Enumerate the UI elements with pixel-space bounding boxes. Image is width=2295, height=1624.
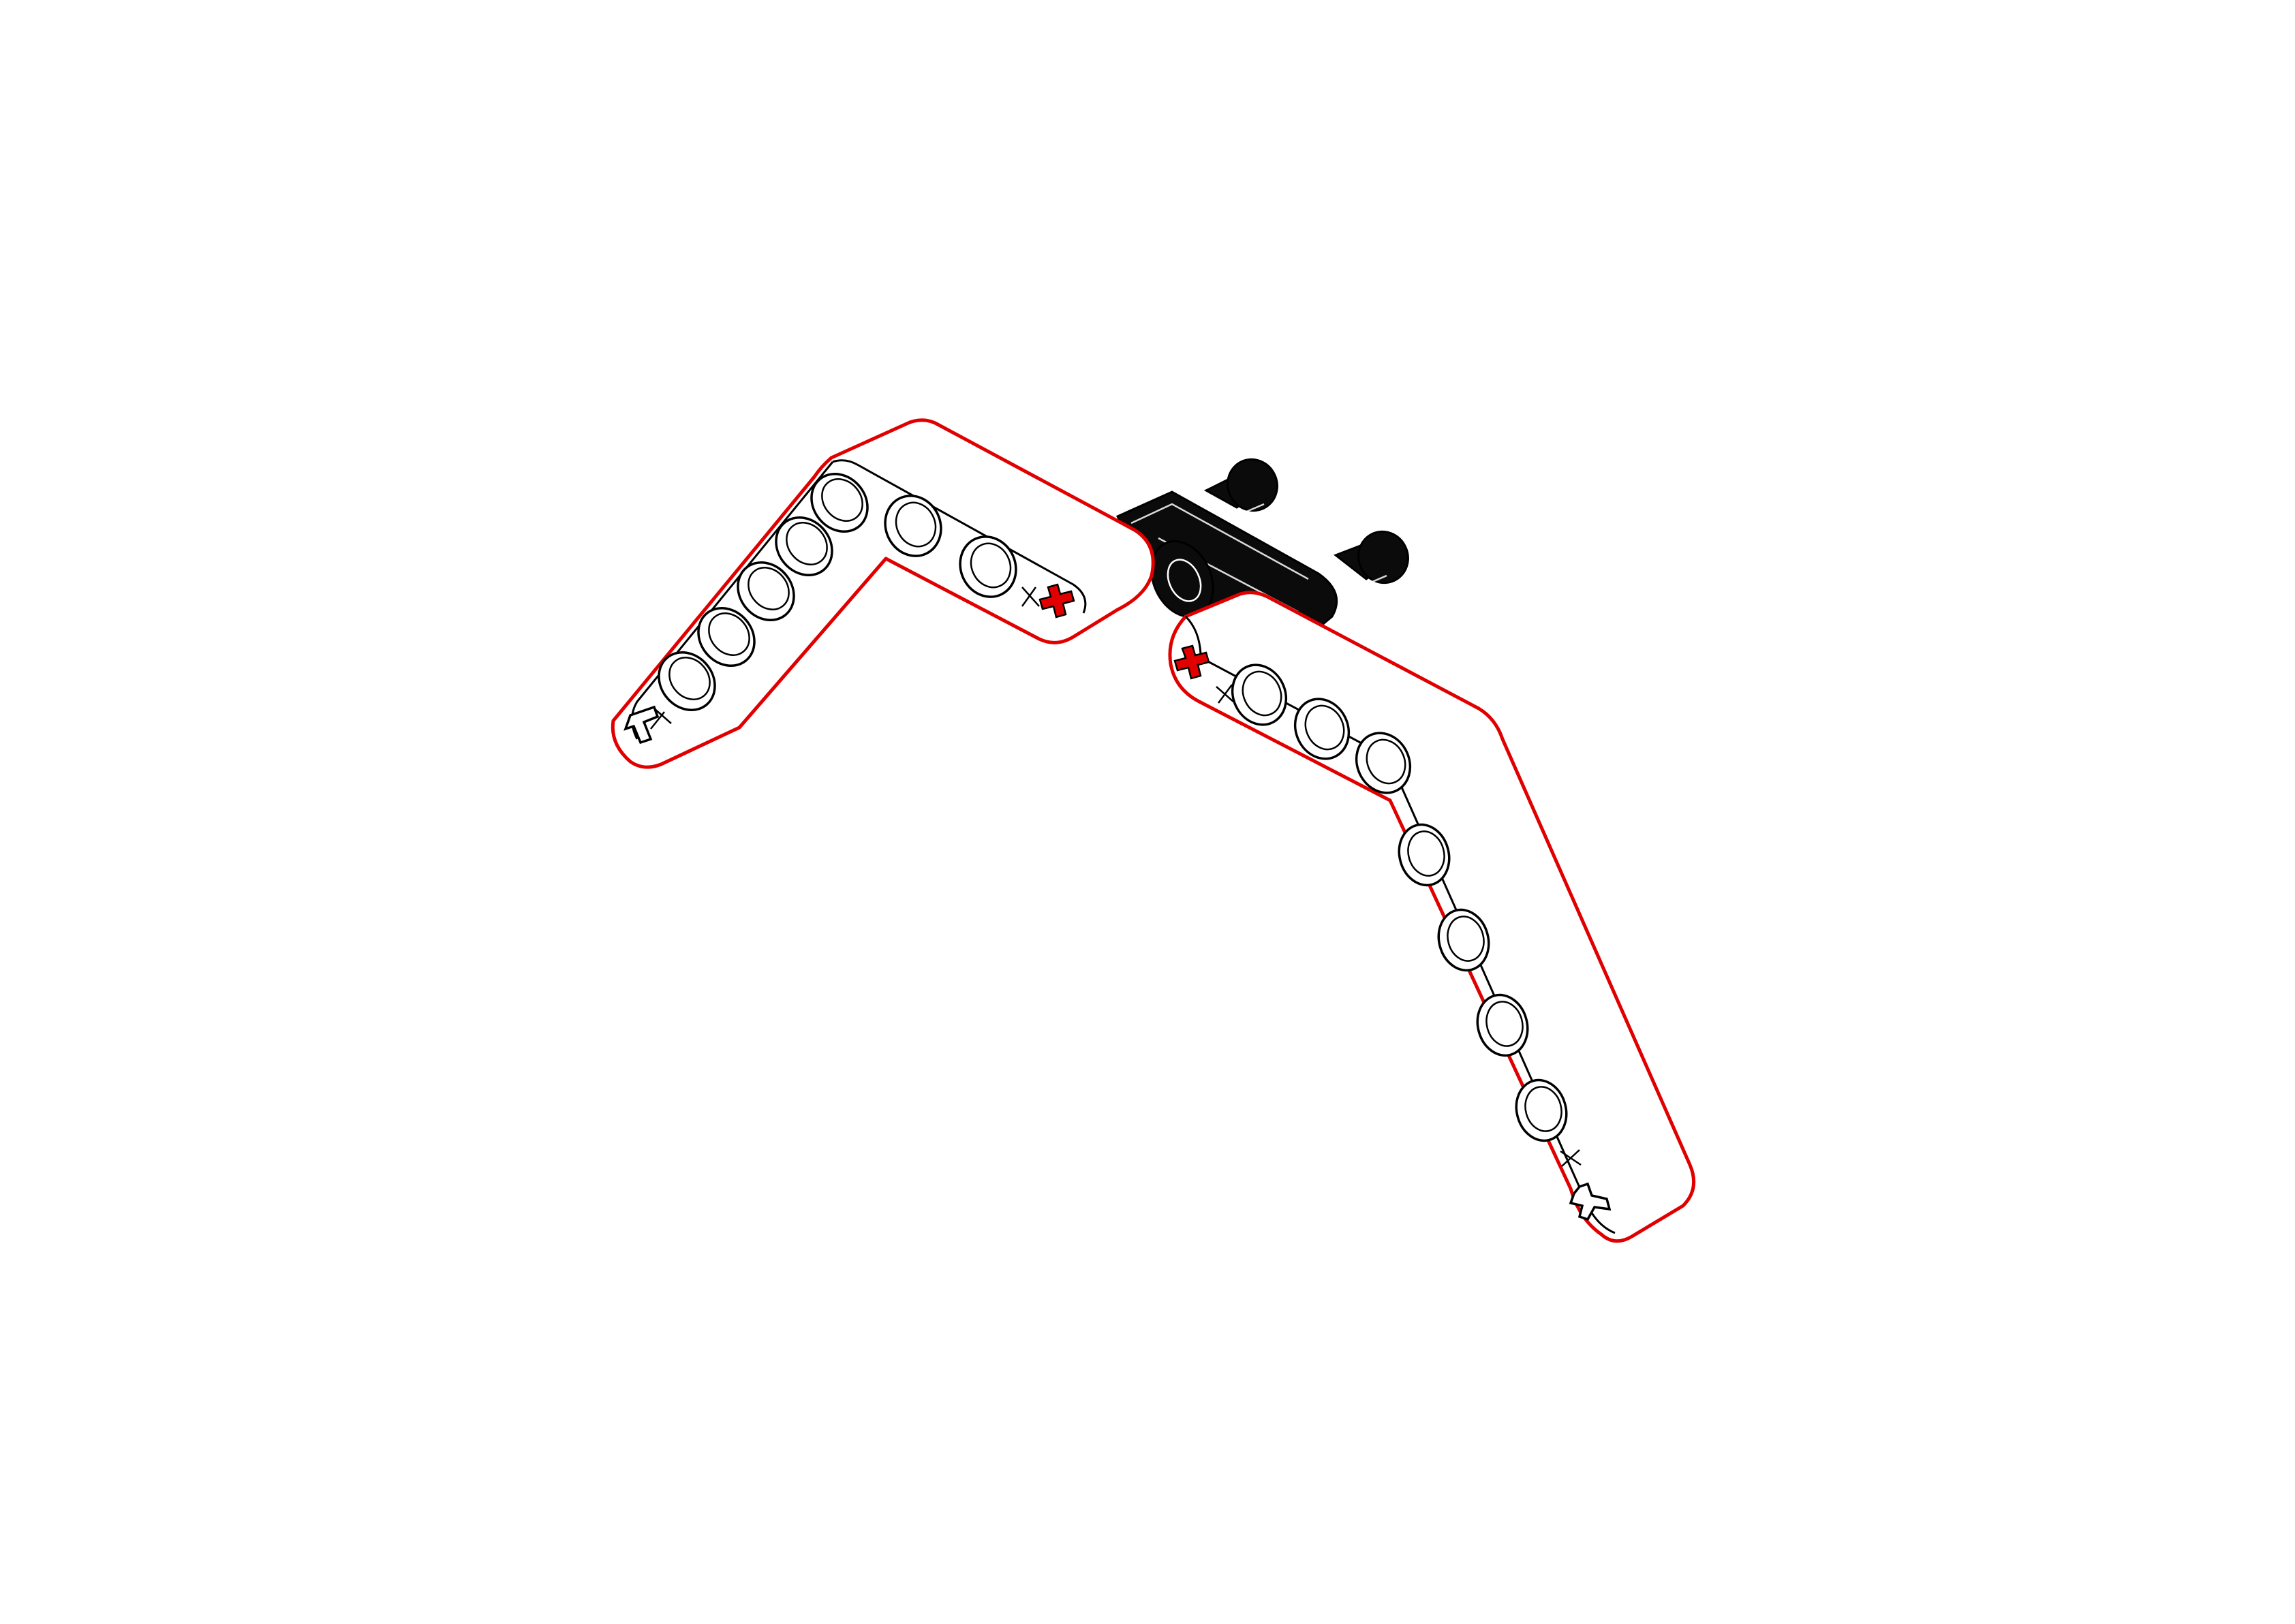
beam-right-axle-end	[1569, 1182, 1612, 1221]
angled-liftarm-left	[611, 418, 1155, 769]
angled-liftarm-right	[1168, 591, 1696, 1243]
pin-bottom	[1333, 530, 1409, 597]
beam-left-outline	[611, 418, 1155, 769]
beam-right-struts	[1216, 684, 1582, 1167]
beam-left-holes	[658, 473, 1017, 711]
pin-top	[1203, 458, 1278, 526]
beam-left-axle-hole-icon	[1038, 583, 1075, 619]
beam-right-holes	[1231, 663, 1568, 1142]
beam-right-outline	[1168, 591, 1696, 1243]
beam-left-struts	[650, 587, 1040, 730]
beam-left-axle-end	[623, 705, 660, 745]
beam-right-axle-hole-icon	[1173, 644, 1210, 680]
